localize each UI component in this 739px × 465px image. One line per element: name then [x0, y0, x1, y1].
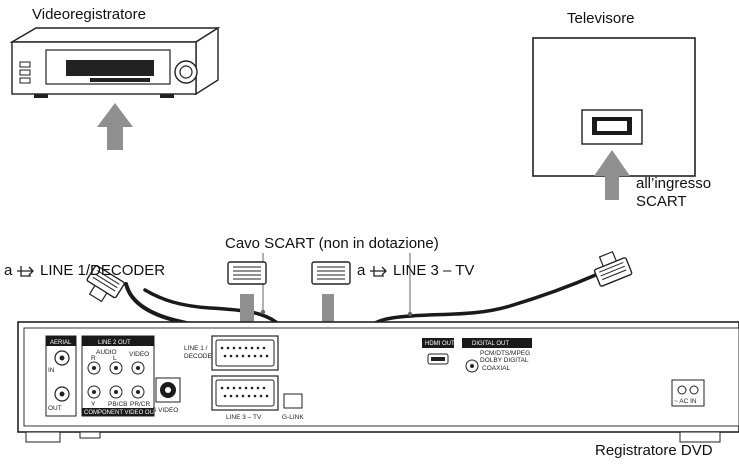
line1-prefix: a: [4, 262, 13, 279]
dvd-recorder: AERIAL IN OUT LINE 2 OUT AUDIO R L VIDEO…: [17, 321, 739, 443]
line1-decoder-section: LINE 1 / DECODER: [184, 335, 279, 371]
line1-decoder-label-b: DECODER: [184, 353, 217, 360]
line1-decoder-label: LINE 1/DECODER: [40, 262, 166, 279]
aerial-in-label: IN: [48, 367, 55, 374]
component-video-out-label: COMPONENT VIDEO OUT: [84, 410, 158, 416]
line3-tv-label: LINE 3 – TV: [393, 262, 475, 279]
dvd-recorder-label: Registratore DVD: [595, 442, 713, 459]
line2-out-section: LINE 2 OUT AUDIO R L VIDEO Y PB/CB PR/CR…: [81, 335, 158, 417]
scart-plug-line1: [227, 261, 267, 285]
scart-plug-tv: [593, 250, 633, 287]
s-video-section: S VIDEO: [152, 377, 181, 414]
line3-prefix: a: [357, 262, 366, 279]
audio-r-label: R: [91, 355, 96, 362]
g-link-label: G-LINK: [282, 414, 304, 421]
scart-plug-vcr: [86, 265, 125, 303]
digital-out-section: DIGITAL OUT PCM/DTS/MPEG DOLBY DIGITAL C…: [462, 338, 532, 373]
tv-input-label-2: SCART: [636, 193, 687, 210]
coaxial-label: COAXIAL: [482, 365, 511, 372]
hdmi-out-label: HDMI OUT: [425, 341, 455, 347]
comp-pb-label: PB/CB: [108, 401, 128, 408]
aerial-out-label: OUT: [48, 405, 62, 412]
scart-cable-label: Cavo SCART (non in dotazione): [225, 235, 439, 252]
ac-in-label: ~ AC IN: [674, 398, 697, 405]
audio-label: AUDIO: [96, 349, 117, 356]
line3-tv-panel-label: LINE 3 – TV: [226, 414, 262, 421]
digital-out-label: DIGITAL OUT: [472, 341, 509, 347]
scart-input-icon-line3: [370, 266, 387, 277]
aerial-label: AERIAL: [50, 340, 72, 346]
tv-input-label-1: all’ingresso: [636, 175, 712, 192]
scart-input-icon-line1: [17, 266, 34, 277]
arrow-to-tv: [594, 150, 630, 200]
video-label: VIDEO: [129, 351, 149, 358]
comp-pr-label: PR/CR: [130, 401, 151, 408]
s-video-label: S VIDEO: [152, 407, 178, 414]
pcm-label-1: PCM/DTS/MPEG: [480, 350, 530, 357]
arrow-to-vcr: [97, 103, 133, 150]
line2-out-label: LINE 2 OUT: [98, 340, 131, 346]
hdmi-section: HDMI OUT: [422, 338, 455, 365]
aerial-section: AERIAL IN OUT: [45, 335, 77, 417]
scart-plug-line3: [311, 261, 351, 285]
ac-in-section: ~ AC IN: [671, 379, 705, 407]
pcm-label-2: DOLBY DIGITAL: [480, 357, 529, 364]
line1-decoder-label-a: LINE 1 /: [184, 345, 208, 352]
line3-tv-section: LINE 3 – TV G-LINK: [211, 375, 304, 421]
tv-label: Televisore: [567, 10, 635, 27]
vcr-label: Videoregistratore: [32, 6, 146, 23]
audio-l-label: L: [113, 355, 117, 362]
comp-y-label: Y: [91, 401, 96, 408]
vcr-device: [9, 26, 221, 98]
